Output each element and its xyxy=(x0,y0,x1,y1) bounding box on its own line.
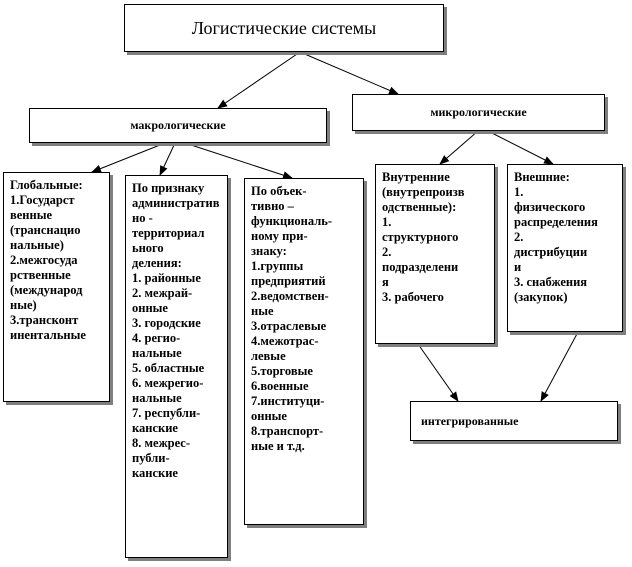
node-objective-functional: По объек-тивно –функциональ-ному при-зна… xyxy=(244,178,364,525)
node-text-line: 1.группы xyxy=(251,259,304,273)
node-macrologistic: макрологические xyxy=(29,108,327,143)
arrow-title-to-macro xyxy=(217,51,301,109)
node-text-line: 2.ведомствен- xyxy=(251,289,329,303)
node-text-line: нальные xyxy=(132,391,182,405)
node-text-line: инентальные xyxy=(10,328,86,342)
node-text-line: онные xyxy=(132,301,168,315)
node-text-line: распределения xyxy=(514,215,598,229)
node-text-line: деления: xyxy=(132,256,182,270)
node-text-line: административ xyxy=(132,196,220,210)
node-text-line: 6.военные xyxy=(251,379,309,393)
node-text-line: (закупок) xyxy=(514,290,568,304)
node-text-line: Глобальные: xyxy=(10,178,83,192)
node-text-line: тивно – xyxy=(251,199,294,213)
node-text-line: физического xyxy=(514,200,586,214)
node-text-line: функциональ- xyxy=(251,214,332,228)
node-text-line: 3.отраслевые xyxy=(251,319,327,333)
node-text-line: Внутренние xyxy=(382,170,450,184)
node-text-line: территориал xyxy=(132,226,205,240)
node-text-line: 8. межрес- xyxy=(132,436,190,450)
node-text-line: и xyxy=(514,260,522,274)
node-text-line: (международ xyxy=(10,283,83,297)
node-text-line: предприятий xyxy=(251,274,326,288)
node-macrologistic-label: макрологические xyxy=(130,118,226,132)
node-text-line: 8.транспорт- xyxy=(251,424,324,438)
node-text-line: публи- xyxy=(132,451,170,465)
node-text-line: венные xyxy=(10,208,53,222)
node-logistic-systems-label: Логистические системы xyxy=(191,17,377,38)
node-micrologistic-label: микрологические xyxy=(430,105,527,119)
node-text-line: По объек- xyxy=(251,184,307,198)
node-text-line: 7.институци- xyxy=(251,394,325,408)
node-text-line: 4.межотрас- xyxy=(251,334,319,348)
node-text-line: 2.межгосуда xyxy=(10,253,78,267)
arrow-external-to-integrated xyxy=(540,331,579,402)
node-text-line: но - xyxy=(132,211,153,225)
node-text-line: левые xyxy=(251,349,286,363)
node-text-line: Внешние: xyxy=(514,170,570,184)
node-integrated-label: интегрированные xyxy=(421,413,519,428)
arrow-macro-to-global xyxy=(91,142,166,173)
node-text-line: подразделени xyxy=(382,260,459,274)
node-text-line: 1. районные xyxy=(132,271,201,285)
node-text-line: 4. регио- xyxy=(132,331,181,345)
node-text-line: 1. xyxy=(514,185,524,199)
node-text-line: ному при- xyxy=(251,229,308,243)
node-text-line: структурного xyxy=(382,230,459,244)
node-text-line: одственные): xyxy=(382,200,457,214)
node-text-line: нальные) xyxy=(10,238,64,252)
arrow-micro-to-external xyxy=(487,130,554,165)
node-text-line: ные) xyxy=(10,298,37,312)
node-text-line: 6. межрегио- xyxy=(132,376,204,390)
arrow-internal-to-integrated xyxy=(417,343,459,402)
node-text-line: 2. xyxy=(514,230,524,244)
node-text-line: 3. городские xyxy=(132,316,201,330)
node-micrologistic: микрологические xyxy=(352,94,605,131)
node-logistic-systems: Логистические системы xyxy=(124,4,444,52)
node-text-line: 3.трансконт xyxy=(10,313,79,327)
node-text-line: 3. снабжения xyxy=(514,275,588,289)
node-text-line: 5.торговые xyxy=(251,364,313,378)
node-text-line: ные и т.д. xyxy=(251,439,305,453)
node-text-line: По признаку xyxy=(132,181,205,195)
node-text-line: дистрибуции xyxy=(514,245,588,259)
node-text-line: 3. рабочего xyxy=(382,290,444,304)
node-text-line: 5. областные xyxy=(132,361,205,375)
node-text-line: 1. xyxy=(382,215,392,229)
arrow-macro-to-objective xyxy=(184,142,293,180)
node-text-line: 1.Государст xyxy=(10,193,75,207)
node-text-line: 2. xyxy=(382,245,392,259)
node-text-line: (внутрепроизв xyxy=(382,185,465,199)
node-text-line: 7. республи- xyxy=(132,406,201,420)
arrow-title-to-micro xyxy=(299,51,399,95)
node-text-line: ьного xyxy=(132,241,164,255)
arrow-macro-to-admin xyxy=(159,142,176,176)
node-text-line: 2. межрай- xyxy=(132,286,193,300)
arrow-micro-to-internal xyxy=(439,130,479,165)
node-text-line: канские xyxy=(132,466,178,480)
node-text-line: (транснацио xyxy=(10,223,81,237)
node-integrated: интегрированные xyxy=(410,401,618,441)
node-text-line: ные xyxy=(251,304,274,318)
node-text-line: нальные xyxy=(132,346,182,360)
node-text-line: я xyxy=(382,275,389,289)
node-text-line: рственные xyxy=(10,268,71,282)
node-text-line: знаку: xyxy=(251,244,287,258)
node-text-line: онные xyxy=(251,409,287,423)
node-text-line: канские xyxy=(132,421,178,435)
